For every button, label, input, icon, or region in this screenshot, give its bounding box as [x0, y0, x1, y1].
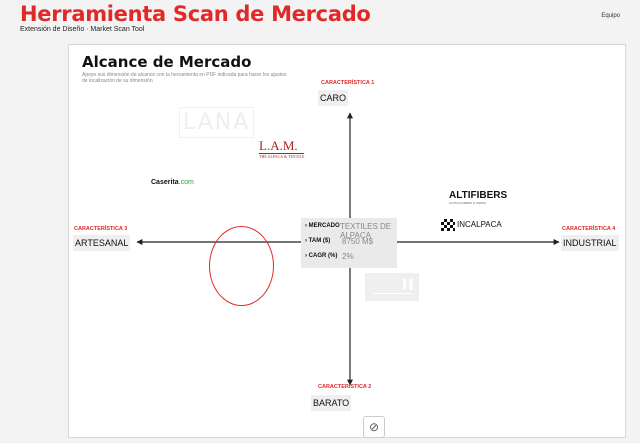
axis-top-value[interactable]: CARO	[318, 90, 349, 106]
logo-caserita-main: Caserita	[151, 179, 179, 186]
logo-caserita-suffix: .com	[178, 179, 194, 186]
cagr-label-text: CAGR (%)	[308, 253, 338, 259]
market-value[interactable]: TEXTILES DE ALPACA	[340, 222, 392, 240]
highlight-ellipse[interactable]	[209, 226, 274, 306]
tam-value[interactable]: 8750 M$	[342, 237, 374, 246]
tam-label-text: TAM ($)	[308, 238, 331, 244]
placeholder-mark: ▌▌	[403, 279, 416, 289]
logo-altifibers[interactable]: ALTIFIBERS ALPACA FIBERS & YARNS	[449, 190, 507, 205]
placeholder-line	[373, 293, 413, 294]
logo-altifibers-text: ALTIFIBERS	[449, 190, 508, 201]
app-title: Herramienta Scan de Mercado	[20, 2, 371, 26]
logo-lam-text: L.A.M.	[259, 139, 305, 154]
canvas-heading: Alcance de Mercado	[82, 53, 252, 71]
disable-icon: ⊘	[368, 420, 380, 434]
axis-left-value[interactable]: ARTESANAL	[73, 235, 131, 251]
team-label[interactable]: Equipo	[601, 13, 620, 19]
logo-lam[interactable]: L.A.M. THE ALPACA & TEXTILE	[259, 139, 305, 159]
canvas-description: Apoye sus dimensión de alcance con la he…	[82, 72, 287, 84]
logo-incalpaca[interactable]: INCALPACA	[441, 219, 502, 231]
axis-bottom-value[interactable]: BARATO	[311, 395, 352, 411]
market-scope-canvas[interactable]: Alcance de Mercado Apoye sus dimensión d…	[68, 44, 626, 438]
logo-lam-subtext: THE ALPACA & TEXTILE	[259, 154, 305, 159]
cagr-label: › CAGR (%)	[305, 253, 338, 259]
app-subtitle: Extensión de Diseño · Market Scan Tool	[20, 26, 145, 33]
market-label-text: MERCADO	[308, 223, 340, 229]
placeholder-logo-box[interactable]: ▌▌	[365, 273, 419, 301]
market-info-box[interactable]: › MERCADO › TAM ($) › CAGR (%) TEXTILES …	[301, 218, 397, 268]
logo-altifibers-subtext: ALPACA FIBERS & YARNS	[449, 201, 486, 205]
logo-incalpaca-text: INCALPACA	[457, 220, 502, 230]
axis-right-value[interactable]: INDUSTRIAL	[561, 235, 619, 251]
tam-label: › TAM ($)	[305, 238, 331, 244]
disable-button[interactable]: ⊘	[363, 416, 385, 438]
logo-lana[interactable]: LANA	[179, 107, 255, 138]
incalpaca-mark-icon	[441, 219, 455, 231]
cagr-value[interactable]: 2%	[342, 252, 354, 261]
axis-top-label: CARACTERÍSTICA 1	[321, 80, 375, 86]
axis-bottom-label: CARACTERÍSTICA 2	[318, 384, 372, 390]
market-label: › MERCADO	[305, 223, 340, 229]
axis-right-label: CARACTERÍSTICA 4	[562, 226, 616, 232]
axis-left-label: CARACTERÍSTICA 3	[74, 226, 128, 232]
logo-caserita[interactable]: Caserita.com	[151, 179, 194, 186]
